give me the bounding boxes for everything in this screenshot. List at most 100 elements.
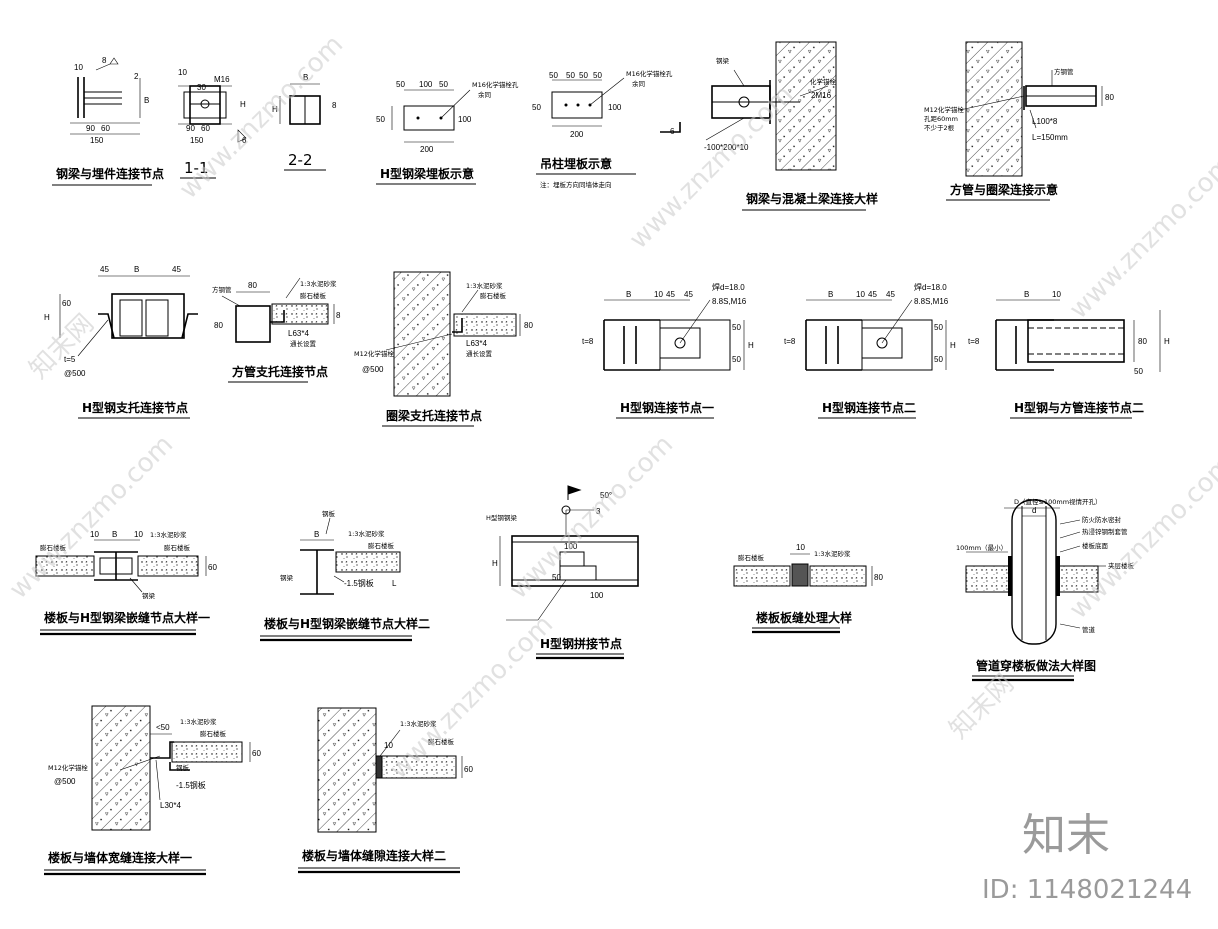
dim-t8: t=8 bbox=[582, 337, 594, 346]
detail-h-tube-connection: B 10 t=8 80 H 50 H型钢与方管连接节点二 bbox=[968, 290, 1170, 419]
detail-beam-concrete: 钢梁 化学锚栓 2M16 6 -100*200*10 钢梁与混凝土梁连接大样 bbox=[660, 41, 878, 211]
dim-angle: L30*4 bbox=[160, 801, 181, 810]
label-pipe: 管道 bbox=[1082, 625, 1096, 634]
label-steel-plate: 钢板 bbox=[176, 763, 190, 772]
detail-tube-ringbeam: 方钢管 M12化学锚栓 孔距60mm 不少于2根 80 L100*8 L=150… bbox=[924, 41, 1114, 201]
dim-45: 45 bbox=[172, 265, 181, 274]
dim-10: 10 bbox=[384, 741, 393, 750]
dim-100v: 100 bbox=[458, 115, 472, 124]
detail-slab-seam: 膨石楼板 10 1:3水泥砂浆 80 楼板板缝处理大样 bbox=[733, 543, 883, 634]
dim-L: L bbox=[392, 579, 397, 588]
dim-at500: @500 bbox=[362, 365, 384, 374]
title-slab-wall-gap-joint: 楼板与墙体缝隙连接大样二 bbox=[302, 848, 446, 863]
dim-angle: L100*8 bbox=[1032, 117, 1058, 126]
label-square-tube: 方钢管 bbox=[212, 285, 232, 294]
label-steel-plate-15: -1.5钢板 bbox=[344, 578, 374, 588]
label-mortar: 1:3水泥砂浆 bbox=[150, 530, 187, 539]
label-continuous: 通长设置 bbox=[466, 349, 493, 358]
dim-50: 50 bbox=[566, 71, 575, 80]
detail-slab-wall-gap-joint: 1:3水泥砂浆 膨石楼板 10 60 楼板与墙体缝隙连接大样二 bbox=[298, 707, 473, 874]
dim-t8: t=8 bbox=[784, 337, 796, 346]
dim-B: B bbox=[1024, 290, 1029, 299]
detail-pipe-through-slab: D（直径≤100mm视情开孔） d 100mm（最小） 防火防水密封 热浸锌钢制… bbox=[956, 497, 1135, 682]
label-slab-bottom: 楼板底面 bbox=[1082, 541, 1109, 550]
dim-lt50: <50 bbox=[156, 723, 170, 732]
dim-3: 3 bbox=[596, 507, 601, 516]
dim-80: 80 bbox=[1138, 337, 1147, 346]
dim-50: 50 bbox=[732, 323, 741, 332]
title-slab-seam: 楼板板缝处理大样 bbox=[756, 610, 852, 625]
title-slab-h-joint-1: 楼板与H型钢梁嵌缝节点大样一 bbox=[44, 610, 210, 625]
label-continuous: 通长设置 bbox=[290, 339, 317, 348]
dim-45: 45 bbox=[666, 290, 675, 299]
dim-50: 50 bbox=[934, 355, 943, 364]
dim-6: 6 bbox=[670, 127, 675, 136]
detail-section-1-1: 10 30 M16 H 90 60 150 6 1-1 bbox=[178, 68, 247, 179]
dim-45: 45 bbox=[886, 290, 895, 299]
dim-90: 90 bbox=[186, 124, 195, 133]
label-slab: 膨石楼板 bbox=[40, 543, 67, 552]
label-sleeve: 热浸锌钢制套管 bbox=[1082, 527, 1128, 536]
label-m12-anchor: M12化学锚栓 bbox=[924, 105, 964, 114]
dim-200: 200 bbox=[570, 130, 584, 139]
label-weld: 焊d=18.0 bbox=[914, 282, 947, 292]
dim-t5: t=5 bbox=[64, 355, 76, 364]
label-steel-beam: 钢梁 bbox=[716, 56, 730, 65]
label-mortar: 1:3水泥砂浆 bbox=[466, 281, 503, 290]
label-bolt: 8.8S,M16 bbox=[712, 297, 747, 306]
title-pipe-through-slab: 管道穿楼板做法大样图 bbox=[976, 658, 1096, 673]
detail-slab-wall-wide-joint: <50 1:3水泥砂浆 膨石楼板 M12化学锚栓 @500 钢板 -1.5钢板 … bbox=[44, 705, 261, 876]
label-min-count: 不少于2根 bbox=[924, 123, 955, 132]
label-same: 余同 bbox=[478, 90, 491, 99]
dim-H: H bbox=[950, 341, 956, 350]
title-h-tube-connection: H型钢与方管连接节点二 bbox=[1014, 400, 1144, 415]
dim-10: 10 bbox=[74, 63, 83, 72]
dim-H: H bbox=[492, 559, 498, 568]
dim-60: 60 bbox=[464, 765, 473, 774]
dim-angle: L63*4 bbox=[288, 329, 309, 338]
dim-6: 6 bbox=[242, 136, 247, 145]
dim-60: 60 bbox=[252, 749, 261, 758]
title-h-beam-embed: H型钢梁埋板示意 bbox=[380, 166, 474, 181]
label-mortar: 1:3水泥砂浆 bbox=[300, 279, 337, 288]
dim-80: 80 bbox=[248, 281, 257, 290]
dim-8: 8 bbox=[336, 311, 341, 320]
dim-200: 200 bbox=[420, 145, 434, 154]
dim-B: B bbox=[626, 290, 631, 299]
label-slab: 膨石楼板 bbox=[164, 543, 191, 552]
dim-30: 30 bbox=[197, 83, 206, 92]
dim-100: 100 bbox=[419, 80, 433, 89]
dim-10: 10 bbox=[796, 543, 805, 552]
dim-2: 2 bbox=[134, 72, 139, 81]
label-slab: 膨石楼板 bbox=[480, 291, 507, 300]
label-m12-anchor: M12化学锚栓 bbox=[48, 763, 88, 772]
watermark-url: www.znzmo.com bbox=[1064, 450, 1218, 625]
dim-B: B bbox=[134, 265, 139, 274]
dim-H: H bbox=[44, 313, 50, 322]
dim-150: 150 bbox=[190, 136, 204, 145]
dim-50v: 50 bbox=[532, 103, 541, 112]
dim-60: 60 bbox=[208, 563, 217, 572]
watermark-site: 知末网 bbox=[24, 309, 100, 385]
dim-10: 10 bbox=[178, 68, 187, 77]
watermark-url: www.znzmo.com bbox=[4, 430, 179, 605]
dim-t8: t=8 bbox=[968, 337, 980, 346]
title-slab-h-joint-2: 楼板与H型钢梁嵌缝节点大样二 bbox=[264, 616, 430, 631]
detail-hanger-embed-plate: 50 50 50 50 M16化学锚栓孔 余同 50 100 200 吊柱埋板示… bbox=[532, 69, 673, 189]
dim-45: 45 bbox=[100, 265, 109, 274]
title-beam-embed: 钢梁与埋件连接节点 bbox=[56, 166, 164, 181]
dim-50: 50 bbox=[593, 71, 602, 80]
dim-at500: @500 bbox=[54, 777, 76, 786]
title-h-connection-1: H型钢连接节点一 bbox=[620, 400, 714, 415]
dim-50: 50 bbox=[549, 71, 558, 80]
dim-80: 80 bbox=[524, 321, 533, 330]
label-same: 余同 bbox=[632, 79, 645, 88]
watermark-url: www.znzmo.com bbox=[174, 30, 349, 205]
dim-50: 50 bbox=[934, 323, 943, 332]
dim-10: 10 bbox=[856, 290, 865, 299]
label-mortar: 1:3水泥砂浆 bbox=[814, 549, 851, 558]
label-square-tube: 方钢管 bbox=[1054, 67, 1074, 76]
dim-80: 80 bbox=[1105, 93, 1114, 102]
dim-50: 50 bbox=[579, 71, 588, 80]
dim-H: H bbox=[240, 100, 246, 109]
